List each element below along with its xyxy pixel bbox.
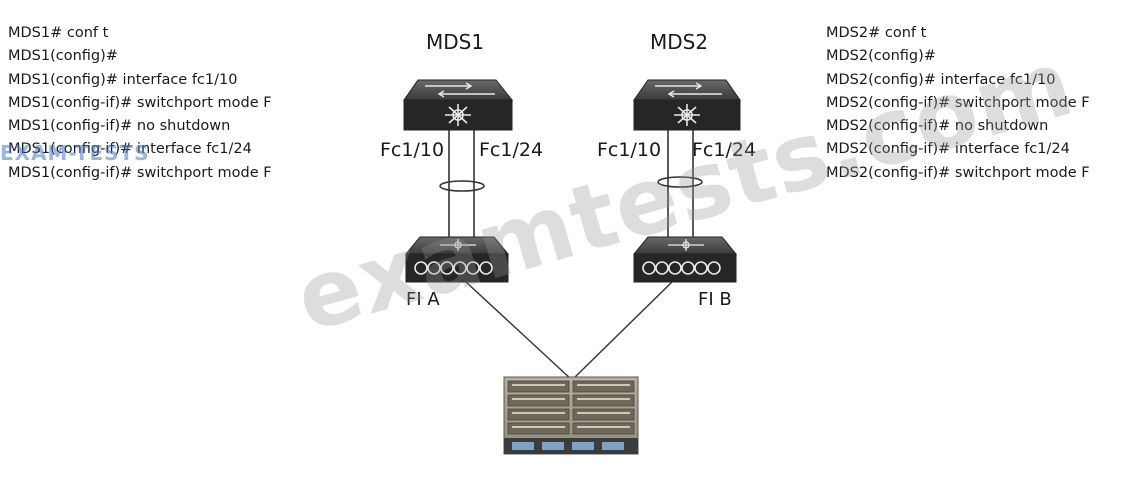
- fi-b-label: FI B: [698, 289, 732, 310]
- mds1-label: MDS1: [426, 30, 485, 54]
- cli-line: MDS2(config-if)# interface fc1/24: [826, 141, 1070, 158]
- cli-line: MDS2(config-if)# no shutdown: [826, 118, 1049, 135]
- cli-right: MDS2# conf t MDS2(config)# MDS2(config)#…: [826, 22, 1090, 185]
- cli-line: MDS2# conf t: [826, 25, 927, 41]
- cli-line: MDS1(config-if)# no shutdown: [8, 118, 231, 135]
- mds1-port-b-label: Fc1/24: [479, 139, 544, 161]
- link-fi-chassis: [465, 281, 673, 381]
- server-chassis-icon: [503, 376, 639, 455]
- port-channel-ring-1: [439, 180, 485, 192]
- cli-line: MDS1# conf t: [8, 25, 109, 41]
- cli-line: MDS1(config-if)# switchport mode F: [8, 94, 272, 111]
- cli-left: MDS1# conf t MDS1(config)# MDS1(config)#…: [8, 22, 272, 185]
- cli-line: MDS1(config)#: [8, 48, 118, 65]
- mds1-port-a-label: Fc1/10: [380, 139, 445, 161]
- fi-a-label: FI A: [406, 289, 440, 310]
- watermark-small: EXAM-TESTS: [0, 141, 150, 165]
- cli-line: MDS1(config)# interface fc1/10: [8, 71, 238, 88]
- fi-a-icon: [404, 236, 510, 283]
- cli-line: MDS1(config-if)# switchport mode F: [8, 164, 272, 181]
- cli-line: MDS2(config)# interface fc1/10: [826, 71, 1056, 88]
- mds2-port-a-label: Fc1/10: [597, 139, 662, 161]
- link-mds1-fia: [448, 130, 475, 240]
- mds2-label: MDS2: [650, 30, 709, 54]
- mds1-switch-icon: [403, 79, 514, 131]
- cli-line: MDS2(config)#: [826, 48, 936, 65]
- mds2-switch-icon: [633, 79, 741, 131]
- cli-line: MDS1(config-if)# interface fc1/24: [8, 141, 252, 158]
- mds2-port-b-label: Fc1/24: [692, 139, 757, 161]
- port-channel-ring-2: [657, 176, 703, 188]
- link-mds2-fib: [667, 130, 694, 240]
- cli-line: MDS2(config-if)# switchport mode F: [826, 94, 1090, 111]
- cli-line: MDS2(config-if)# switchport mode F: [826, 164, 1090, 181]
- fi-b-icon: [632, 236, 738, 283]
